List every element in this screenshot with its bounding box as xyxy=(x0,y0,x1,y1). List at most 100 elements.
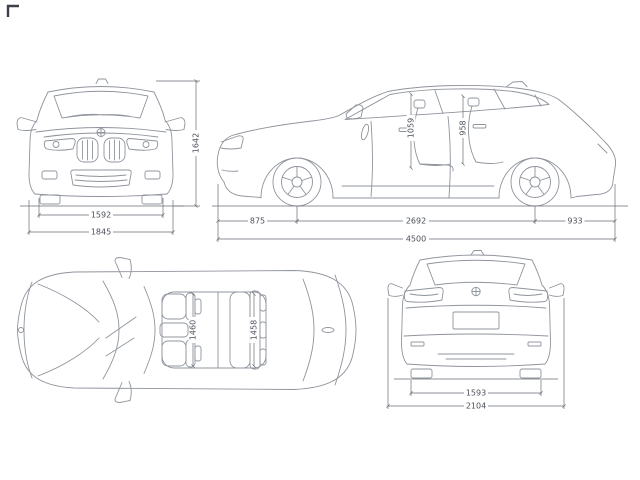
side-view-dimensions: 1059 958 875 2692 933 4500 xyxy=(212,92,628,244)
side-headlight xyxy=(220,135,244,150)
front-wheel xyxy=(272,157,322,207)
rear-door-handle xyxy=(472,124,487,129)
rear-wheel-arch xyxy=(498,157,572,199)
overall-length-label: 4500 xyxy=(406,235,426,244)
front-body-left xyxy=(28,91,49,195)
foglight-left xyxy=(41,170,58,180)
mirror-bottom xyxy=(114,381,132,403)
headlight-left-lens xyxy=(52,141,60,148)
rear-roundel xyxy=(471,286,481,297)
rear-window xyxy=(426,259,526,286)
kidney-grille xyxy=(76,137,126,163)
rear-window-line xyxy=(302,278,315,382)
hood-crease-bottom xyxy=(37,337,100,377)
rear-seat xyxy=(467,97,504,164)
wiper-left xyxy=(67,113,99,118)
cowl-line xyxy=(102,280,120,380)
front-interior-height-label: 1059 xyxy=(407,118,416,138)
front-interior-width-label: 1460 xyxy=(189,320,198,340)
front-track-dim-label: 1592 xyxy=(91,211,111,220)
front-wheel-left xyxy=(39,194,61,205)
front-wheel-arch xyxy=(260,157,334,199)
rear-door-line xyxy=(447,116,451,198)
headlight-right xyxy=(126,138,159,151)
diffuser-lines xyxy=(437,353,515,360)
rear-overhang-label: 933 xyxy=(567,217,582,226)
hood-line-upper xyxy=(35,127,167,133)
rear-interior-height-label: 958 xyxy=(459,120,468,135)
front-bumper-crease xyxy=(221,169,239,172)
taillight-right xyxy=(508,287,549,303)
foglight-right xyxy=(144,170,161,180)
side-silhouette xyxy=(216,84,616,197)
wipers xyxy=(105,316,137,357)
reflector-left xyxy=(410,341,425,347)
rear-track-dim-label: 1593 xyxy=(466,389,486,398)
rear-body-right xyxy=(531,259,551,365)
rear-interior-width-label: 1458 xyxy=(250,320,259,340)
side-view: 1059 958 875 2692 933 4500 xyxy=(212,81,628,244)
lower-intake-slats xyxy=(74,174,128,182)
taillight-right-detail xyxy=(513,293,543,296)
rear-roof xyxy=(419,254,533,261)
taillight-left-detail xyxy=(409,293,439,296)
rear-view-car xyxy=(387,250,565,379)
side-windows xyxy=(344,88,550,120)
front-body-right xyxy=(153,91,174,195)
quarter-window-divider xyxy=(534,94,542,107)
front-overhang-label: 875 xyxy=(250,217,265,226)
rear-bumper-bottom xyxy=(406,363,546,367)
top-body-outline xyxy=(17,270,357,390)
front-seat xyxy=(413,99,454,172)
b-pillar xyxy=(434,90,444,114)
side-mirror xyxy=(345,104,364,120)
front-wheel-right xyxy=(141,194,163,205)
mirror-left xyxy=(16,117,38,131)
rear-spoiler-line xyxy=(334,274,347,386)
windshield-top-line xyxy=(143,286,156,374)
taillight-left xyxy=(403,287,444,303)
corner-mark-shape xyxy=(6,4,19,17)
front-view: 1592 1845 1642 xyxy=(16,78,201,237)
front-roundel xyxy=(18,327,24,333)
windshield xyxy=(53,90,149,119)
headlight-right-lens xyxy=(142,141,150,148)
front-width-dim-label: 1845 xyxy=(91,228,111,237)
rear-wheel-right xyxy=(519,368,542,379)
front-roof xyxy=(47,86,155,93)
side-front-lower xyxy=(223,181,262,198)
top-view-dimensions: 1460 1458 xyxy=(189,292,259,368)
rear-bench xyxy=(229,290,267,370)
center-console xyxy=(159,322,189,338)
rear-mirror-left xyxy=(387,283,403,297)
bmw-roundel xyxy=(96,128,106,137)
bumper-top-line xyxy=(403,333,549,337)
hood-crease-top xyxy=(37,283,100,323)
front-view-dimensions: 1592 1845 1642 xyxy=(20,79,201,237)
corner-mark xyxy=(6,4,19,17)
front-seat-left xyxy=(161,292,202,321)
wheelbase-label: 2692 xyxy=(406,217,426,226)
c-pillar xyxy=(493,88,506,110)
top-view: 1460 1458 xyxy=(17,257,357,403)
front-height-dim-label: 1642 xyxy=(192,133,201,153)
front-seat-right xyxy=(161,339,202,368)
antenna-fin-plan xyxy=(321,327,335,333)
rear-width-dim-label: 2104 xyxy=(466,402,486,411)
top-view-car xyxy=(17,257,357,403)
front-door-line xyxy=(370,121,373,197)
lower-intake xyxy=(70,169,132,188)
wiper-right xyxy=(101,114,131,117)
rear-wheel-left xyxy=(410,368,433,379)
rear-taillight-line xyxy=(597,143,608,154)
steering-wheel xyxy=(360,123,370,141)
headlight-left xyxy=(43,138,76,151)
tailgate-crease xyxy=(405,304,547,309)
mirror-right xyxy=(164,117,186,131)
rear-antenna-fin xyxy=(470,250,485,256)
reflector-right xyxy=(527,341,542,347)
rear-wheel xyxy=(510,157,560,207)
rear-mirror-right xyxy=(549,283,565,297)
front-antenna-fin xyxy=(95,78,109,84)
